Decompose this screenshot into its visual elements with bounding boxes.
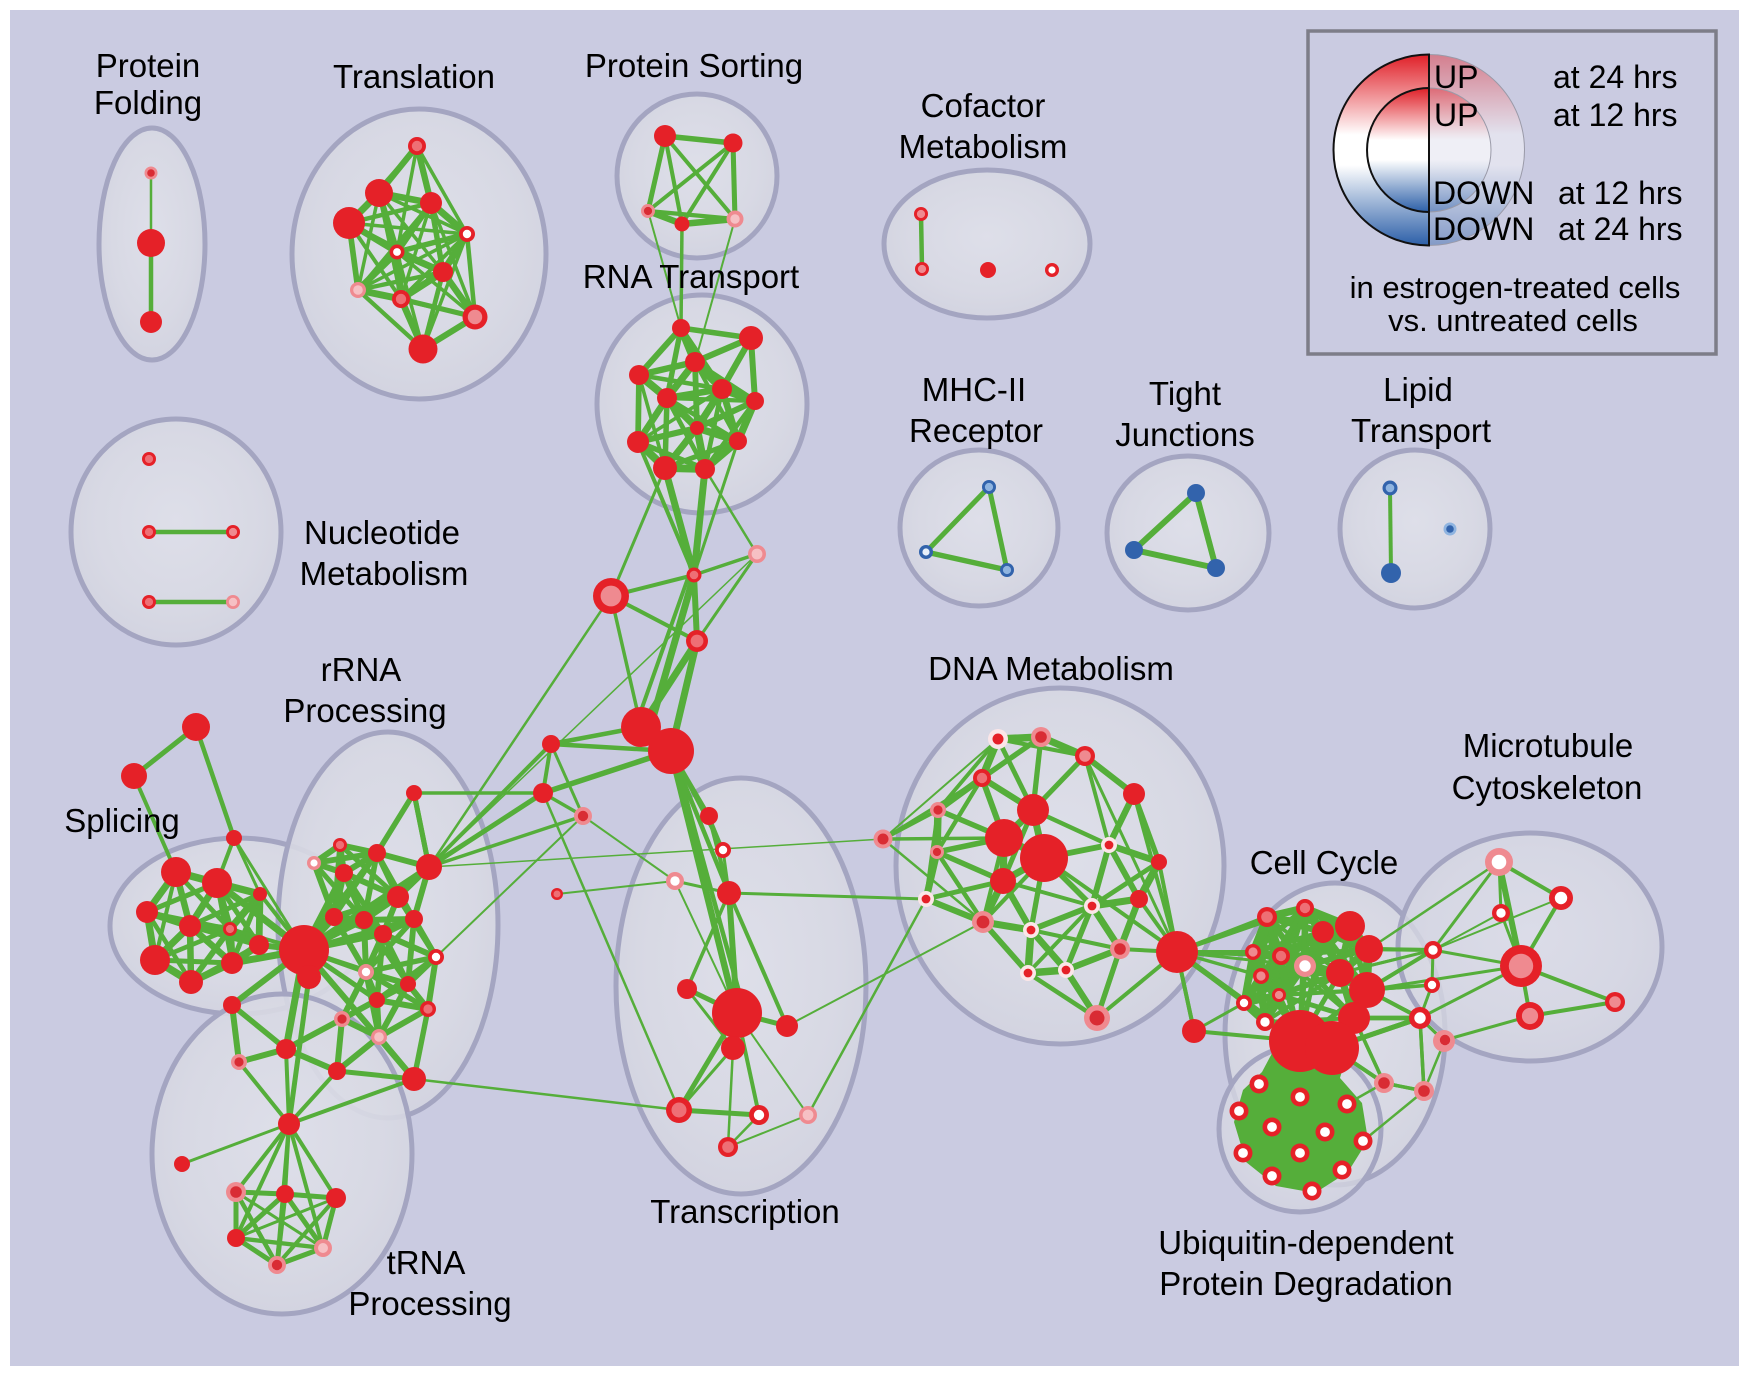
svg-text:rRNA: rRNA <box>321 651 402 688</box>
svg-text:Translation: Translation <box>333 58 495 95</box>
svg-text:DNA Metabolism: DNA Metabolism <box>928 650 1174 687</box>
svg-text:Cytoskeleton: Cytoskeleton <box>1452 769 1643 806</box>
svg-text:at 24 hrs: at 24 hrs <box>1553 59 1678 95</box>
svg-text:UP: UP <box>1434 59 1478 95</box>
svg-text:Folding: Folding <box>94 84 202 121</box>
svg-text:DOWN: DOWN <box>1433 175 1534 211</box>
svg-text:in estrogen-treated cells: in estrogen-treated cells <box>1350 270 1681 305</box>
svg-text:Nucleotide: Nucleotide <box>304 514 460 551</box>
svg-text:Protein Degradation: Protein Degradation <box>1159 1265 1453 1302</box>
svg-text:UP: UP <box>1434 97 1478 133</box>
svg-text:at 24 hrs: at 24 hrs <box>1558 211 1683 247</box>
svg-text:Lipid: Lipid <box>1383 371 1453 408</box>
svg-text:Protein: Protein <box>96 47 201 84</box>
svg-text:DOWN: DOWN <box>1433 211 1534 247</box>
svg-text:Tight: Tight <box>1149 375 1221 412</box>
svg-text:RNA Transport: RNA Transport <box>583 258 799 295</box>
svg-text:Microtubule: Microtubule <box>1463 727 1634 764</box>
svg-text:Receptor: Receptor <box>909 412 1043 449</box>
svg-text:at 12 hrs: at 12 hrs <box>1553 97 1678 133</box>
svg-text:at 12 hrs: at 12 hrs <box>1558 175 1683 211</box>
svg-text:MHC-II: MHC-II <box>922 371 1026 408</box>
svg-text:Transport: Transport <box>1351 412 1491 449</box>
svg-text:tRNA: tRNA <box>387 1244 466 1281</box>
svg-text:Processing: Processing <box>348 1285 511 1322</box>
svg-text:Protein Sorting: Protein Sorting <box>585 47 803 84</box>
svg-text:Processing: Processing <box>283 692 446 729</box>
svg-text:Metabolism: Metabolism <box>899 128 1068 165</box>
svg-text:Cell Cycle: Cell Cycle <box>1250 844 1399 881</box>
svg-text:Ubiquitin-dependent: Ubiquitin-dependent <box>1158 1224 1453 1261</box>
svg-text:Junctions: Junctions <box>1115 416 1254 453</box>
svg-text:Metabolism: Metabolism <box>300 555 469 592</box>
svg-text:Transcription: Transcription <box>650 1193 840 1230</box>
svg-text:Splicing: Splicing <box>64 802 180 839</box>
svg-text:vs. untreated cells: vs. untreated cells <box>1388 303 1638 338</box>
svg-text:Cofactor: Cofactor <box>921 87 1046 124</box>
